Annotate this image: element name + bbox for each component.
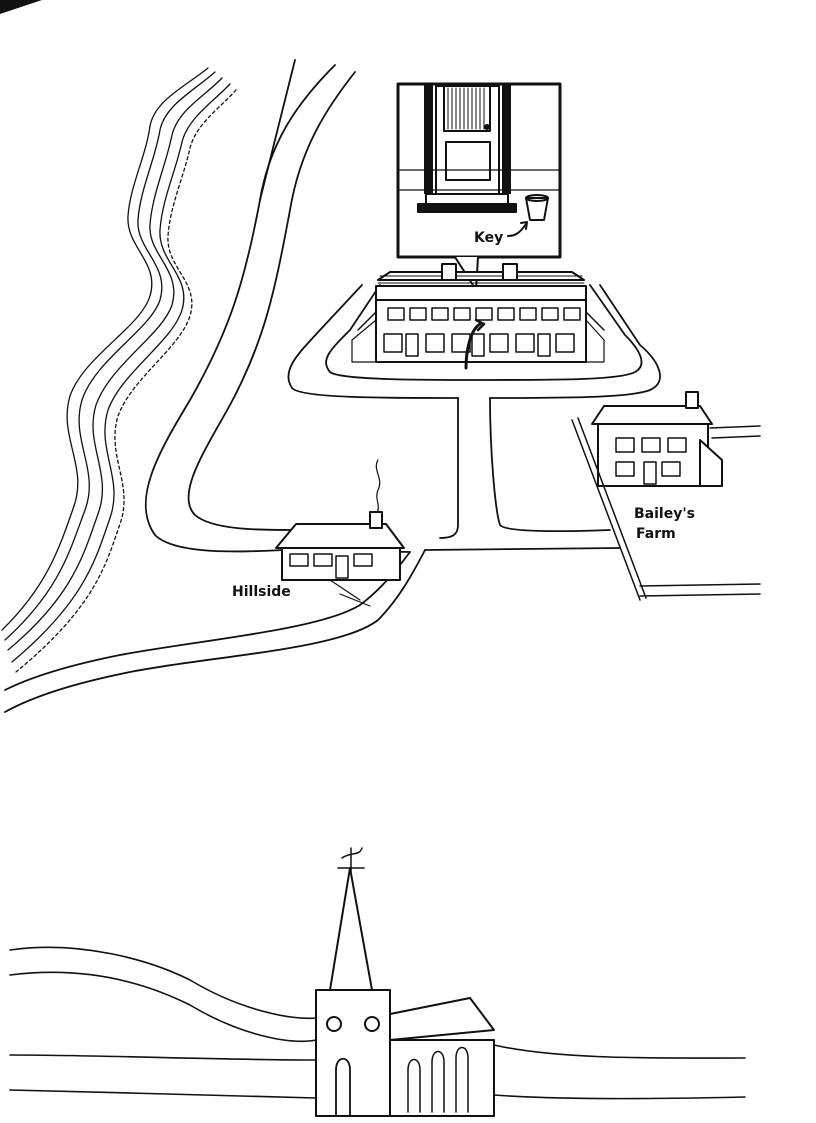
key-callout xyxy=(396,82,562,291)
side-roads xyxy=(259,59,611,539)
hillside-label: Hillside xyxy=(232,584,291,600)
flowerpot-icon xyxy=(525,197,549,221)
river xyxy=(1,67,237,673)
baileys-farm-label-line2: Farm xyxy=(636,526,676,542)
hillside-cottage xyxy=(275,459,405,607)
crescent-road xyxy=(287,284,661,399)
church-roads xyxy=(9,946,746,1100)
key-label: Key xyxy=(474,230,503,246)
key-arrow-icon xyxy=(507,223,527,237)
weathervane-icon xyxy=(337,847,365,869)
church xyxy=(315,847,495,1117)
clock-icon xyxy=(326,1016,342,1032)
baileys-farm-house xyxy=(571,391,761,601)
terraced-houses xyxy=(351,263,605,370)
main-road xyxy=(4,64,621,713)
corner-scrap xyxy=(0,0,42,14)
baileys-farm-label-line1: Bailey's xyxy=(634,506,695,522)
